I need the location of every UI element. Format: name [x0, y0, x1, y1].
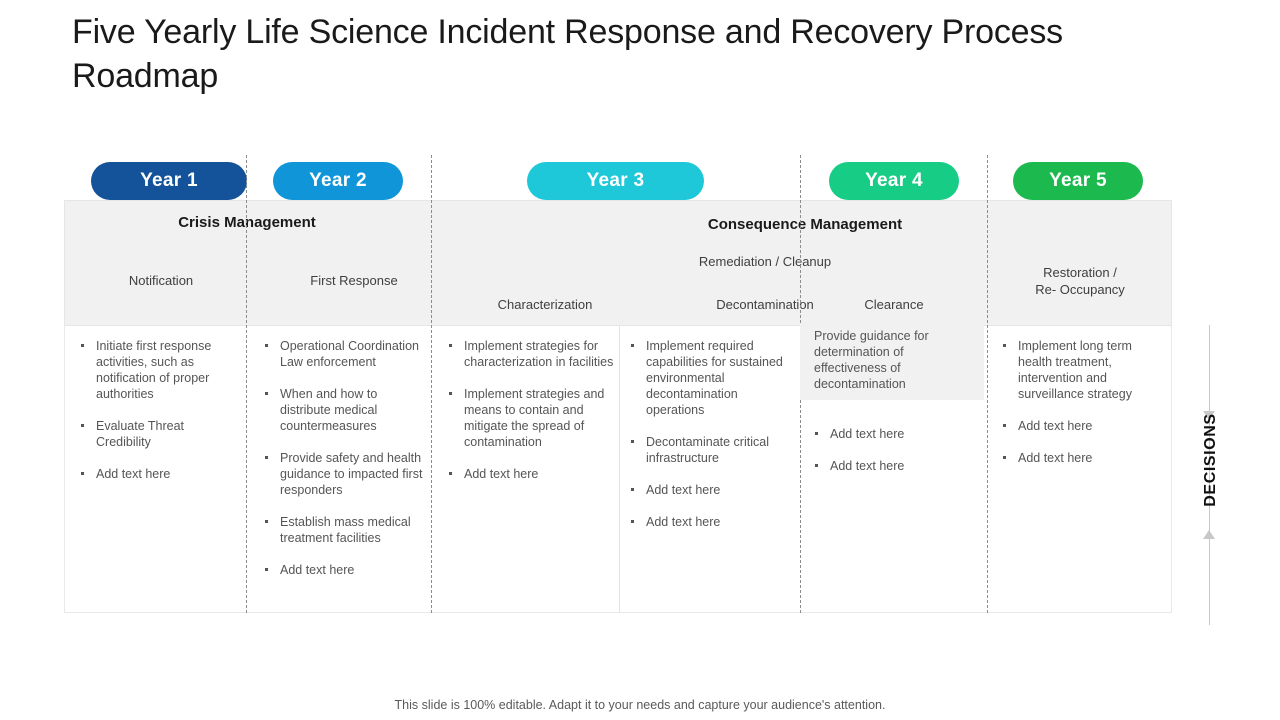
bullet-column-notification: Initiate first response activities, such…: [78, 338, 238, 498]
phase-label-restoration-line2: Re- Occupancy: [1035, 282, 1125, 297]
list-item: Add text here: [262, 562, 430, 578]
list-item: Implement strategies and means to contai…: [446, 386, 614, 450]
band-title-crisis-management: Crisis Management: [178, 214, 316, 231]
list-item: Decontaminate critical infrastructure: [628, 434, 794, 466]
year-pill-row: Year 1 Year 2 Year 3 Year 4 Year 5: [64, 155, 1172, 200]
phase-label-remediation: Remediation / Cleanup: [698, 254, 832, 269]
list-item: Initiate first response activities, such…: [78, 338, 238, 402]
year-pill-2[interactable]: Year 2: [273, 162, 403, 200]
year-pill-5-label: Year 5: [1049, 170, 1107, 191]
list-item: Implement strategies for characterizatio…: [446, 338, 614, 370]
divider-year1-year2: [246, 155, 247, 613]
year-pill-1[interactable]: Year 1: [91, 162, 247, 200]
bullet-column-first-response: Operational Coordination Law enforcement…: [262, 338, 430, 594]
phase-header-band: Crisis Management Consequence Management…: [64, 200, 1172, 326]
year-pill-1-label: Year 1: [140, 170, 198, 191]
roadmap-chart: Year 1 Year 2 Year 3 Year 4 Year 5 Crisi…: [64, 155, 1172, 613]
divider-year4-year5: [987, 155, 988, 613]
bullet-column-decontamination: Implement required capabilities for sust…: [628, 338, 794, 546]
phase-label-characterization: Characterization: [497, 297, 593, 312]
phase-label-clearance: Clearance: [864, 297, 924, 312]
arrow-up-icon: [1203, 530, 1215, 539]
page-title: Five Yearly Life Science Incident Respon…: [72, 13, 1063, 95]
highlighted-note: Provide guidance for determination of ef…: [800, 324, 984, 400]
phase-label-restoration-line1: Restoration /: [1043, 265, 1117, 280]
bullet-column-restoration: Implement long term health treatment, in…: [1000, 338, 1164, 482]
phase-label-decontamination: Decontamination: [716, 297, 814, 312]
list-item: Implement required capabilities for sust…: [628, 338, 794, 418]
list-item: When and how to distribute medical count…: [262, 386, 430, 434]
list-item: Operational Coordination Law enforcement: [262, 338, 430, 370]
decisions-axis: DECISIONS: [1188, 325, 1232, 625]
list-item: Establish mass medical treatment facilit…: [262, 514, 430, 546]
list-item: Add text here: [812, 458, 974, 474]
divider-characterization-decontamination: [619, 326, 620, 613]
list-item: Add text here: [812, 426, 974, 442]
list-item: Provide safety and health guidance to im…: [262, 450, 430, 498]
decisions-axis-line: [1209, 325, 1210, 625]
bullet-column-clearance: Provide guidance for determination of ef…: [800, 324, 984, 490]
footer-note: This slide is 100% editable. Adapt it to…: [394, 698, 886, 712]
year-pill-2-label: Year 2: [309, 170, 367, 191]
phase-label-first-response: First Response: [310, 273, 398, 288]
year-pill-4-label: Year 4: [865, 170, 923, 191]
band-title-consequence-management: Consequence Management: [707, 216, 903, 233]
list-item: Add text here: [1000, 450, 1164, 466]
list-item: Add text here: [1000, 418, 1164, 434]
phase-label-notification: Notification: [128, 273, 194, 288]
list-item: Add text here: [446, 466, 614, 482]
year-pill-4[interactable]: Year 4: [829, 162, 959, 200]
arrow-down-icon: [1203, 411, 1215, 420]
list-item: Add text here: [628, 482, 794, 498]
list-item: Implement long term health treatment, in…: [1000, 338, 1164, 402]
year-pill-5[interactable]: Year 5: [1013, 162, 1143, 200]
phase-label-restoration: Restoration / Re- Occupancy: [987, 264, 1173, 298]
year-pill-3-label: Year 3: [586, 170, 645, 191]
year-pill-3[interactable]: Year 3: [527, 162, 704, 200]
bullet-column-characterization: Implement strategies for characterizatio…: [446, 338, 614, 498]
divider-year2-year3: [431, 155, 432, 613]
decisions-label: DECISIONS: [1202, 413, 1219, 507]
list-item: Evaluate Threat Credibility: [78, 418, 238, 450]
list-item: Add text here: [628, 514, 794, 530]
list-item: Add text here: [78, 466, 238, 482]
